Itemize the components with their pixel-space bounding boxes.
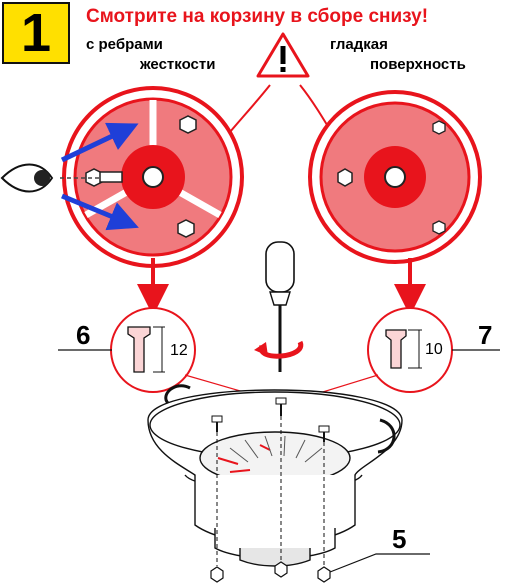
left-pin-detail	[110, 307, 196, 393]
grater-disk	[217, 444, 271, 473]
right-pin-detail	[367, 307, 453, 393]
right-pin-dimension: 10	[425, 341, 443, 358]
callout-6: 6	[76, 320, 91, 350]
left-caption-line1: с ребрами	[86, 36, 163, 53]
right-caption-line2: поверхность	[370, 56, 466, 73]
warning-icon	[256, 32, 310, 78]
callout-7: 7	[478, 320, 493, 350]
juicer-basket	[147, 384, 403, 567]
grater-marks	[229, 435, 323, 463]
bottom-nuts	[210, 561, 331, 583]
step-number: 1	[20, 3, 52, 63]
ribbed-disk-view	[62, 86, 244, 268]
left-caption-line2: жесткости	[140, 56, 216, 73]
step-number-badge: 1	[2, 2, 70, 64]
screwdriver-icon	[265, 241, 295, 372]
bowl-screw-center	[275, 397, 287, 416]
rotation-arrow-icon	[254, 340, 304, 359]
callout-5: 5	[392, 524, 407, 554]
left-pin-dimension: 12	[170, 342, 188, 359]
headline: Смотрите на корзину в сборе снизу!	[86, 6, 429, 27]
bowl-screw-left	[211, 415, 223, 432]
smooth-disk-view	[308, 90, 482, 264]
right-caption-line1: гладкая	[330, 36, 388, 53]
bowl-screw-right	[318, 425, 330, 442]
eye-icon	[0, 163, 54, 193]
